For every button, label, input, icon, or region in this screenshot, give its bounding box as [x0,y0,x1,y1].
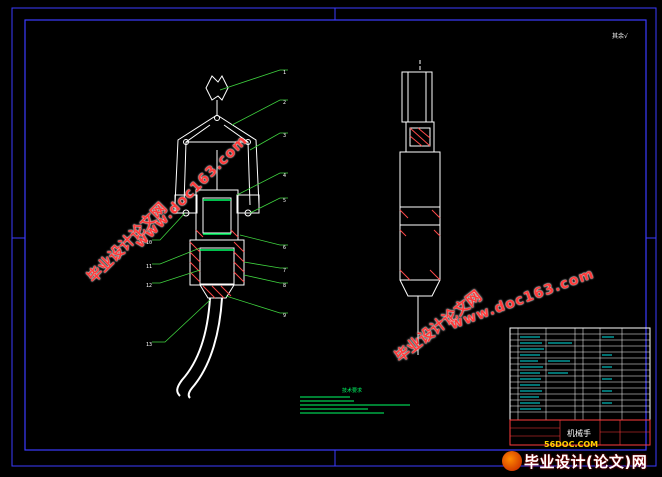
part-label: 3 [283,133,286,139]
part-label: 9 [283,313,286,319]
side-view-hatch [399,127,441,281]
title-block-name: 机械手 [567,428,591,438]
logo-url: 56DOC.COM [544,440,599,449]
front-view-gripper [174,75,260,399]
logo-text: 毕业设计(论文)网 [524,453,648,471]
part-label: 8 [283,283,286,289]
side-view [399,60,441,355]
part-label: 5 [283,198,286,204]
part-label: 12 [146,283,152,289]
part-label: 6 [283,245,286,251]
part-label: 4 [283,173,286,179]
front-view-part-labels: 1 2 3 4 5 6 7 8 9 10 11 12 13 [146,70,286,348]
parts-list-table: 机械手 [509,327,651,446]
part-label: 2 [283,100,286,106]
notes-title: 技术要求 [342,387,362,394]
part-label: 11 [146,264,152,270]
part-label: 10 [146,240,152,246]
technical-notes: 技术要求 [300,387,410,414]
logo-emblem-icon [502,451,522,471]
front-view-hatch [189,229,245,299]
front-view-green-parts [200,199,234,251]
outer-frame [11,7,657,467]
front-view-leader-lines [152,69,288,343]
part-label: 1 [283,70,286,76]
part-label: 13 [146,342,152,348]
roughness-mark: 其余√ [612,32,628,40]
centering-marks [12,8,656,466]
part-label: 7 [283,268,286,274]
site-logo: 56DOC.COM 毕业设计(论文)网 [498,440,660,475]
